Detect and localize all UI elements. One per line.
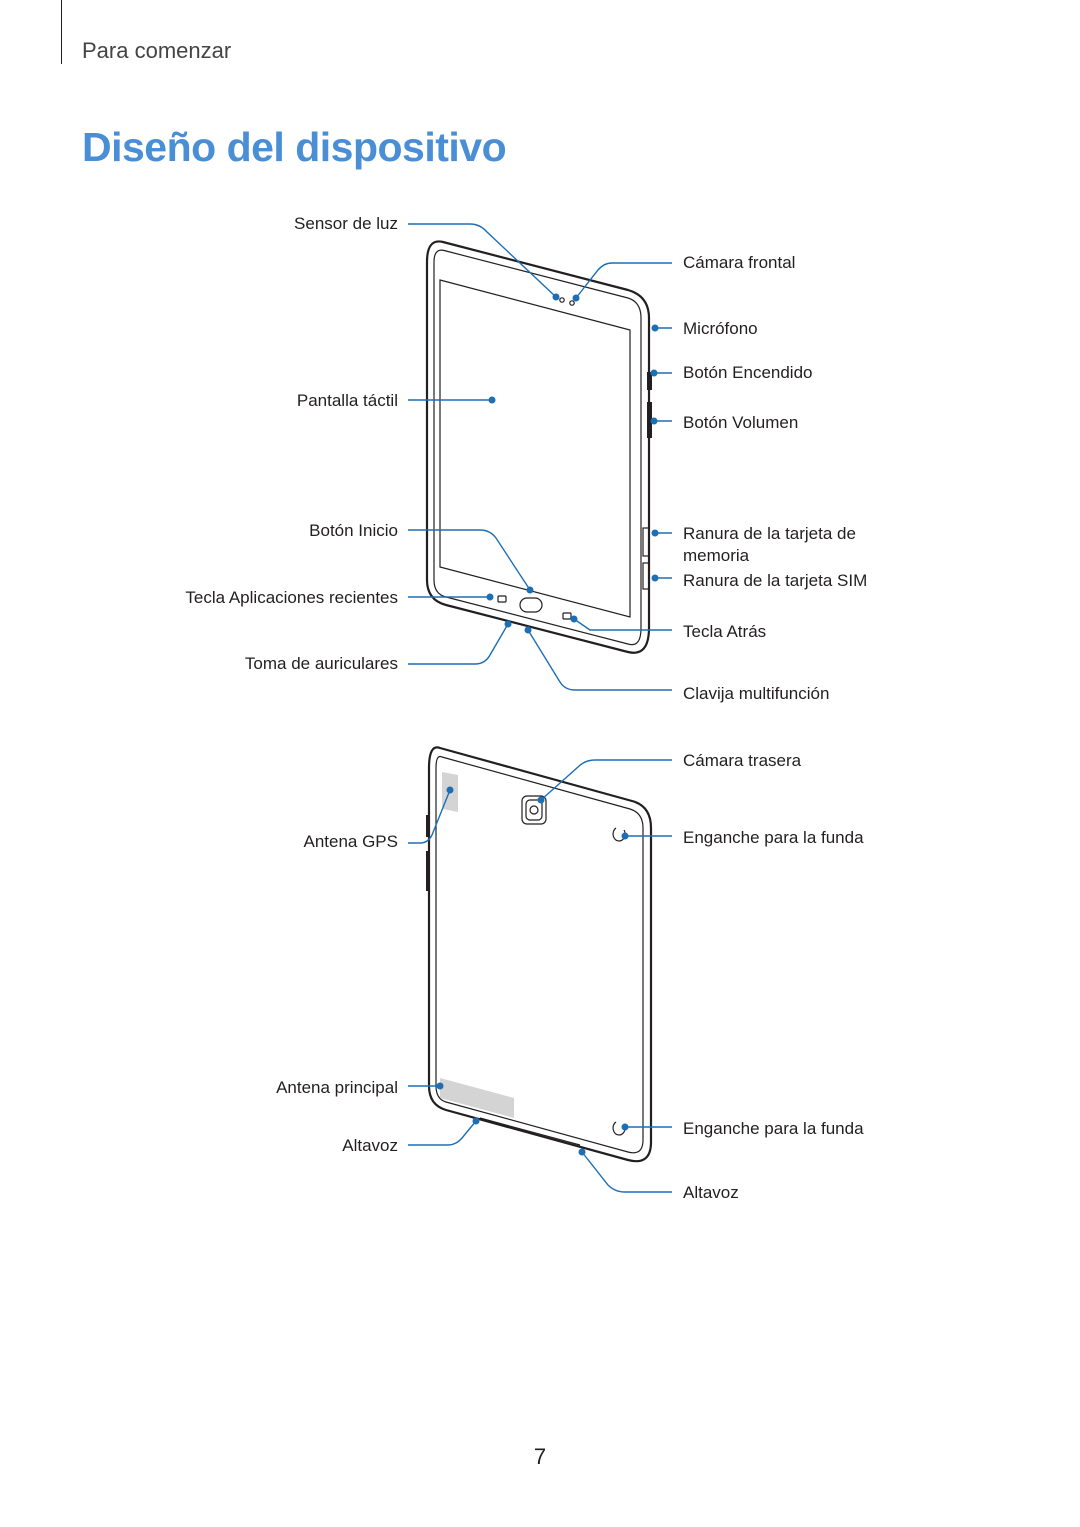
front-callout-lines bbox=[408, 223, 672, 691]
label-light-sensor: Sensor de luz bbox=[294, 214, 398, 233]
page-number: 7 bbox=[533, 1444, 547, 1469]
label-volume-button: Botón Volumen bbox=[683, 413, 798, 432]
label-home-button: Botón Inicio bbox=[309, 521, 398, 540]
label-power-button: Botón Encendido bbox=[683, 363, 813, 382]
label-recent-apps-key: Tecla Aplicaciones recientes bbox=[185, 588, 398, 607]
label-cover-hook-bottom: Enganche para la funda bbox=[683, 1119, 864, 1138]
label-speaker-left: Altavoz bbox=[342, 1136, 398, 1155]
label-front-camera: Cámara frontal bbox=[683, 253, 795, 272]
label-cover-hook-top: Enganche para la funda bbox=[683, 828, 864, 847]
label-headset-jack: Toma de auriculares bbox=[245, 654, 398, 673]
label-multipurpose-jack: Clavija multifunción bbox=[683, 684, 829, 703]
label-rear-camera: Cámara trasera bbox=[683, 751, 802, 770]
header-rule bbox=[61, 0, 62, 64]
label-memory-slot-line1: Ranura de la tarjeta de bbox=[683, 524, 856, 543]
label-gps-antenna: Antena GPS bbox=[303, 832, 398, 851]
back-device-illustration bbox=[426, 746, 653, 1163]
label-speaker-right: Altavoz bbox=[683, 1183, 739, 1202]
label-sim-slot: Ranura de la tarjeta SIM bbox=[683, 571, 867, 590]
label-touchscreen: Pantalla táctil bbox=[297, 391, 398, 410]
page-title: Diseño del dispositivo bbox=[82, 124, 507, 170]
label-memory-slot-line2: memoria bbox=[683, 546, 750, 565]
section-header: Para comenzar bbox=[82, 38, 232, 63]
label-back-key: Tecla Atrás bbox=[683, 622, 766, 641]
label-main-antenna: Antena principal bbox=[276, 1078, 398, 1097]
back-callout-lines bbox=[408, 759, 672, 1193]
label-microphone: Micrófono bbox=[683, 319, 758, 338]
front-device-illustration bbox=[425, 240, 652, 654]
